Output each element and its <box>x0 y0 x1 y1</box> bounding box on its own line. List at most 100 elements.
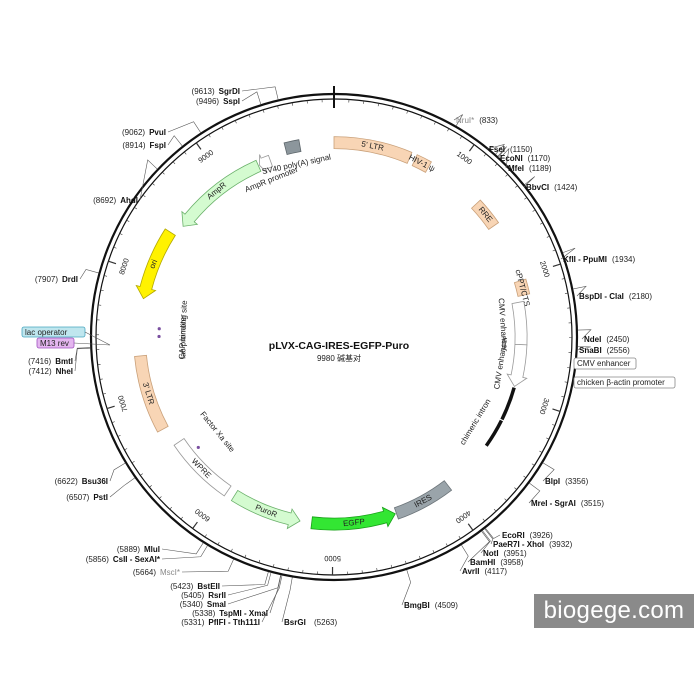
restriction-sites: SgrDI(9613)SspI(9496)PvuI(9062)FspI(8914… <box>28 86 652 627</box>
restriction-site: Bsu36I(6622) <box>55 477 108 486</box>
site-name: NdeI <box>584 335 601 344</box>
scale-tick <box>230 548 233 552</box>
site-position: (8692) <box>93 196 116 205</box>
restriction-site: PstI (6507) <box>66 493 108 502</box>
site-leader-line <box>480 530 491 554</box>
site-position: (5856) <box>86 555 109 564</box>
site-name: PaeR7I - XhoI <box>493 540 544 549</box>
site-position: (5331) <box>181 618 204 627</box>
scale-tick <box>531 463 535 466</box>
site-name: AhdI <box>120 196 138 205</box>
callout-label: lac operator <box>25 328 68 337</box>
site-leader-line <box>542 462 555 482</box>
site-leader-line <box>241 86 279 100</box>
tick-label: 7000 <box>116 394 130 413</box>
restriction-site: PflFI - Tth111I (5331) <box>181 618 260 627</box>
site-position: (2180) <box>629 292 652 301</box>
restriction-site: MreI - SgrAI(3515) <box>531 499 604 508</box>
scale-tick <box>552 408 561 412</box>
restriction-site: BspDI - ClaI(2180) <box>579 292 652 301</box>
feature-label: ori <box>148 258 160 270</box>
site-leader-line <box>486 143 506 155</box>
site-name: BmtI <box>55 357 73 366</box>
site-name: PstI <box>93 493 108 502</box>
scale-tick <box>467 523 474 531</box>
site-position: (1189) <box>529 164 552 173</box>
scale-tick <box>376 568 378 572</box>
site-position: (7907) <box>35 275 58 284</box>
restriction-site: BstEII(5423) <box>170 582 220 591</box>
site-name: BamHI <box>470 558 495 567</box>
restriction-site: EcoNI(1170) <box>500 154 551 163</box>
scale-tick <box>468 144 475 152</box>
site-leader-line <box>281 577 293 623</box>
site-leader-line <box>227 575 281 605</box>
scale-tick <box>504 498 507 501</box>
scale-tick <box>561 395 565 398</box>
restriction-site: MscI*(5664) <box>133 568 180 577</box>
restriction-site: TspMI - XmaI(5338) <box>192 609 268 618</box>
scale-tick <box>523 475 527 478</box>
scale-tick <box>119 233 123 236</box>
scale-tick <box>221 126 224 130</box>
restriction-site: SnaBI(2556) <box>579 346 630 355</box>
site-leader-line <box>221 571 269 587</box>
small-feature-label: lac promoter <box>178 314 187 359</box>
scale-tick <box>493 508 497 512</box>
restriction-site: BsrGI(5263) <box>284 618 337 627</box>
site-position: (6507) <box>66 493 89 502</box>
site-leader-line <box>261 575 283 623</box>
site-name: PflFI - Tth111I <box>208 618 260 627</box>
restriction-site: AhdI (8692) <box>93 196 138 205</box>
feature-3-ltr <box>134 354 169 433</box>
scale-tick <box>552 249 556 252</box>
scale-tick <box>287 567 289 571</box>
scale-tick <box>540 222 543 225</box>
scale-tick <box>420 115 423 119</box>
scale-tick <box>433 121 436 125</box>
site-leader-line <box>109 477 135 498</box>
scale-tick <box>552 263 561 268</box>
site-position: (5889) <box>117 545 140 554</box>
site-position: (4509) <box>435 601 458 610</box>
scale-tick <box>564 381 568 383</box>
site-position: (5664) <box>133 568 156 577</box>
site-name: BbvCI <box>526 183 549 192</box>
site-name: BlpI <box>545 477 560 486</box>
feature-cmv-enhancer <box>511 300 528 346</box>
site-position: (1150) <box>510 145 533 154</box>
scale-tick <box>103 275 108 277</box>
site-name: BsrGI <box>284 618 306 627</box>
site-leader-line <box>181 559 234 573</box>
tick-label: 4000 <box>454 508 473 525</box>
scale-tick <box>134 207 138 210</box>
site-name: BstEII <box>197 582 220 591</box>
callout-label: chicken β-actin promoter <box>577 378 665 387</box>
site-position: (2450) <box>606 335 629 344</box>
site-position: (3926) <box>530 531 553 540</box>
site-name: NruI* <box>456 116 474 125</box>
tick-label: 8000 <box>117 257 131 276</box>
scale-tick <box>532 209 536 212</box>
scale-tick <box>405 560 407 564</box>
scale-tick <box>162 171 165 175</box>
site-leader-line <box>523 176 535 188</box>
scale-tick <box>505 174 508 177</box>
site-position: (3932) <box>549 540 572 549</box>
restriction-site: NruI*(833) <box>456 116 498 125</box>
scale-tick <box>111 421 115 423</box>
scale-tick <box>277 105 279 109</box>
scale-tick <box>234 120 237 124</box>
restriction-site: NdeI (2450) <box>584 335 630 344</box>
site-leader-line <box>560 247 576 260</box>
restriction-site: AvrII(4117) <box>462 567 507 576</box>
scale-tick <box>458 535 461 539</box>
scale-tick <box>152 183 155 186</box>
scale-tick <box>108 260 117 265</box>
site-name: TspMI - XmaI <box>219 609 268 618</box>
restriction-site: MfeI(1189) <box>508 164 552 173</box>
tick-label: 1000 <box>455 149 474 166</box>
site-name: SmaI <box>207 600 226 609</box>
restriction-site: RsrII(5405) <box>181 591 226 600</box>
